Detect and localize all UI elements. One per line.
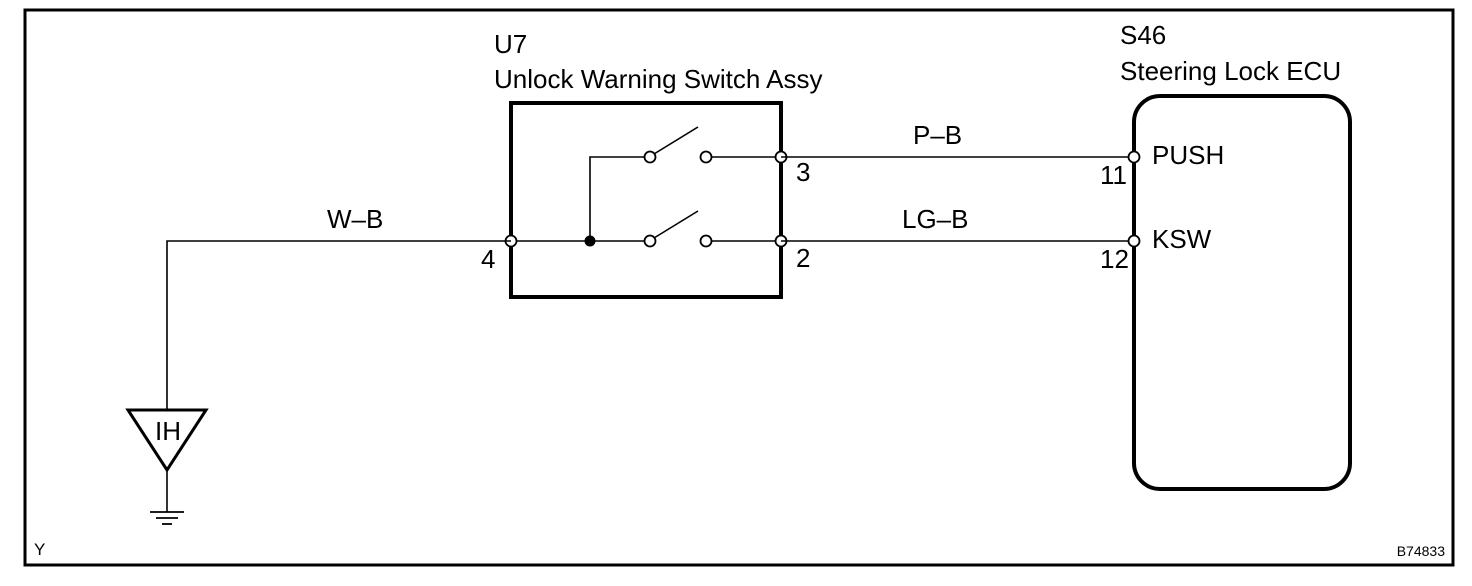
ecu-housing bbox=[1132, 94, 1352, 491]
switch-internal-bus bbox=[589, 156, 650, 241]
ksw-wire-label: LG–B bbox=[902, 204, 969, 234]
switch-assy: U7 Unlock Warning Switch Assy 4 3 2 bbox=[481, 29, 822, 299]
ecu-code: S46 bbox=[1120, 20, 1166, 50]
upper-switch-contact-left bbox=[643, 150, 657, 164]
ecu-pin-12-label: KSW bbox=[1152, 224, 1212, 254]
ecu-pin-12-number: 12 bbox=[1100, 244, 1129, 274]
ecu-pin-11 bbox=[1127, 150, 1141, 164]
upper-switch-blade bbox=[653, 126, 699, 155]
ground-point-code: IH bbox=[155, 416, 181, 446]
lower-switch-blade bbox=[653, 210, 699, 239]
ecu-pin-12 bbox=[1127, 234, 1141, 248]
corner-label-left: Y bbox=[34, 540, 45, 559]
terminal-3-label: 3 bbox=[796, 157, 810, 187]
upper-switch bbox=[643, 126, 713, 164]
switch-assy-code: U7 bbox=[494, 29, 527, 59]
ground-point: IH bbox=[125, 408, 209, 525]
ground-wire-label: W–B bbox=[327, 204, 383, 234]
switch-assy-housing bbox=[509, 101, 783, 299]
junction-dot bbox=[584, 235, 596, 247]
ecu-name: Steering Lock ECU bbox=[1120, 56, 1341, 86]
ground-icon bbox=[150, 511, 184, 525]
push-wire-label: P–B bbox=[913, 120, 962, 150]
lower-switch-contact-right bbox=[699, 234, 713, 248]
ground-point-triangle bbox=[125, 408, 209, 473]
ecu-pin-11-label: PUSH bbox=[1152, 140, 1224, 170]
terminal-2-label: 2 bbox=[796, 243, 810, 273]
switch-assy-name: Unlock Warning Switch Assy bbox=[494, 64, 822, 94]
ground-wire bbox=[166, 240, 511, 410]
figure-id: B74833 bbox=[1397, 543, 1445, 559]
terminal-4-label: 4 bbox=[481, 244, 495, 274]
lower-switch-contact-left bbox=[643, 234, 657, 248]
ecu: S46 Steering Lock ECU 11 12 PUSH KSW bbox=[1100, 20, 1352, 491]
lower-switch bbox=[643, 210, 713, 248]
ecu-pin-11-number: 11 bbox=[1100, 160, 1127, 190]
diagram-frame bbox=[23, 8, 1455, 567]
wires: W–B P–B LG–B bbox=[166, 120, 1134, 410]
upper-switch-contact-right bbox=[699, 150, 713, 164]
